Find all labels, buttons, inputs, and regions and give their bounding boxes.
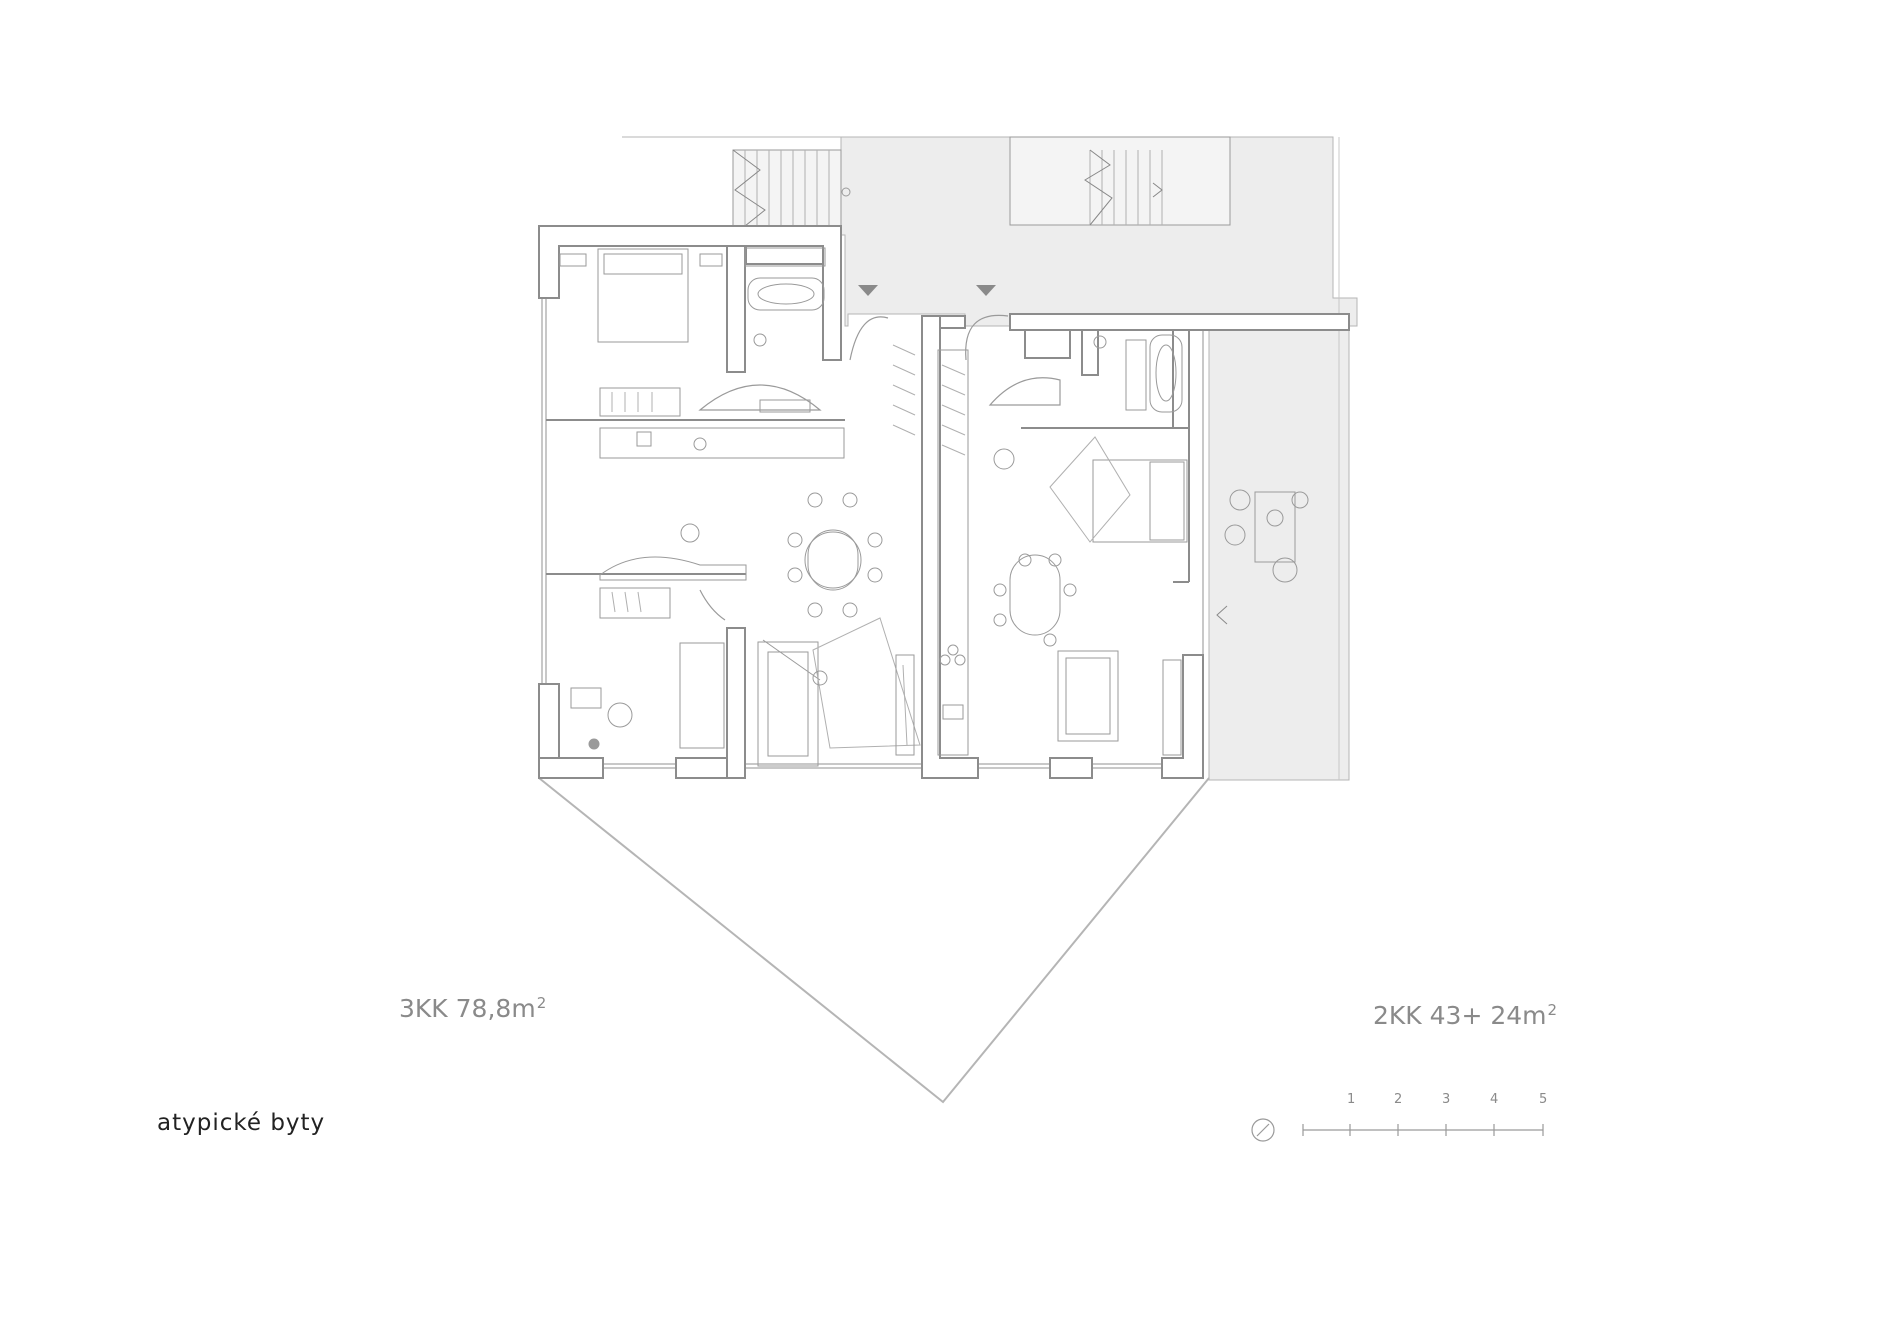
rug (1049, 436, 1131, 543)
dining-table (807, 529, 859, 591)
sofa (1057, 650, 1119, 742)
north-arrow-icon (1251, 1118, 1275, 1142)
furniture-left (559, 247, 921, 767)
apartment-layout: 2KK (1373, 1001, 1422, 1030)
area-exponent: 2 (536, 994, 547, 1012)
door-swings (698, 314, 1061, 621)
kitchen-counter (599, 427, 845, 459)
stair-arrow-icon (841, 187, 851, 197)
entrance-arrow-icon (858, 285, 996, 296)
furniture-right (937, 334, 1309, 756)
entrance-arrow-icon (1216, 605, 1228, 625)
area-exponent: 2 (1547, 1001, 1558, 1019)
kitchen-unit (937, 349, 969, 756)
single-bed (679, 642, 725, 749)
rug (812, 617, 921, 749)
bathtub (747, 277, 825, 311)
glazing (541, 298, 1204, 769)
bay-outline (538, 777, 1210, 1104)
drawing-caption: atypické byty (157, 1110, 326, 1136)
scale-bar (1302, 1124, 1544, 1136)
dining-table (1009, 554, 1061, 636)
stair-arrow-icon (1152, 182, 1163, 198)
scale-tick-label: 1 (1347, 1092, 1356, 1107)
partitions (546, 419, 1190, 583)
apartment-label-2kk: 2KK 43+ 24m2 (1373, 1001, 1557, 1030)
terrace-table (1254, 491, 1296, 563)
shelf (599, 587, 671, 619)
apartment-area: 43+ 24m (1429, 1001, 1547, 1030)
scale-tick-label: 4 (1490, 1092, 1499, 1107)
sofa (757, 641, 819, 767)
apartment-area: 78,8m (455, 994, 536, 1023)
apartment-label-3kk: 3KK 78,8m2 (399, 994, 546, 1023)
staircase-right (1009, 136, 1231, 226)
bed (597, 248, 689, 343)
double-bed (1092, 459, 1188, 543)
bathtub (1149, 334, 1183, 413)
terrace (1208, 329, 1350, 781)
scale-tick-label: 2 (1394, 1092, 1403, 1107)
apartment-layout: 3KK (399, 994, 448, 1023)
scale-tick-label: 5 (1539, 1092, 1548, 1107)
staircase-left (732, 149, 851, 227)
scale-tick-label: 3 (1442, 1092, 1451, 1107)
desk (599, 556, 747, 581)
wardrobe (599, 387, 681, 417)
